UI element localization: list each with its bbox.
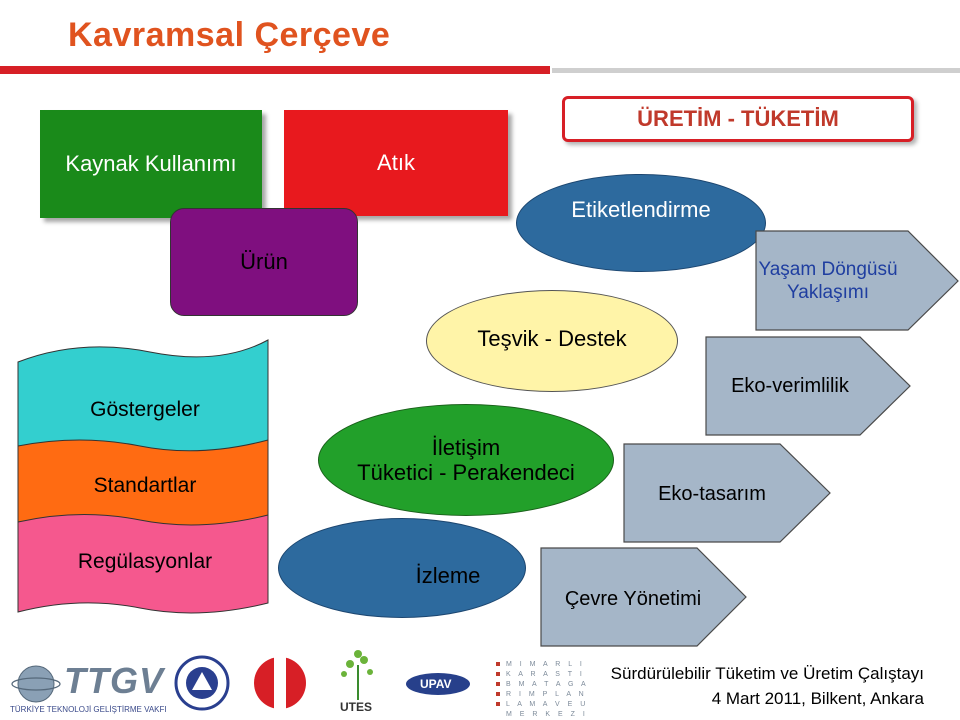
title-underline xyxy=(0,66,550,74)
urun-label: Ürün xyxy=(240,249,288,274)
svg-text:L A M A V E U: L A M A V E U xyxy=(506,701,588,708)
uretim-tuketim-box: ÜRETİM - TÜKETİM xyxy=(562,96,914,142)
regulasyonlar-label: Regülasyonlar xyxy=(77,550,213,573)
footer-line1: Sürdürülebilir Tüketim ve Üretim Çalışta… xyxy=(610,664,924,683)
page-title: Kavramsal Çerçeve xyxy=(68,16,391,54)
tesvik-destek-label: Teşvik - Destek xyxy=(477,326,627,351)
cevre-yonetimi-arrow xyxy=(540,547,747,647)
yasam-dongusu-line1: Yaşam Döngüsü xyxy=(758,259,898,280)
eko-verimlilik-label: Eko-verimlilik xyxy=(731,375,849,397)
etiketlendirme-ellipse: Etiketlendirme xyxy=(516,174,766,272)
eko-tasarim-label: Eko-tasarım xyxy=(658,483,766,505)
iletisim-line1: İletişim xyxy=(431,435,501,460)
svg-text:M I M A R L I: M I M A R L I xyxy=(506,661,585,668)
tesvik-destek-ellipse: Teşvik - Destek xyxy=(426,290,678,392)
utes-tree-icon xyxy=(341,650,373,700)
iletisim-line2: Tüketici - Perakendeci xyxy=(357,460,575,485)
svg-text:M E R K E Z I: M E R K E Z I xyxy=(506,711,588,718)
atik-label: Atık xyxy=(377,150,415,175)
eko-verimlilik-arrow xyxy=(705,336,911,436)
izleme-label: İzleme xyxy=(415,563,481,588)
etiketlendirme-label: Etiketlendirme xyxy=(571,197,711,222)
footer-line2: 4 Mart 2011, Bilkent, Ankara xyxy=(711,689,924,708)
ttgv-logo: TTGV xyxy=(64,660,164,701)
uretim-tuketim-label: ÜRETİM - TÜKETİM xyxy=(637,106,839,131)
standartlar-label: Standartlar xyxy=(93,474,197,497)
urun-box: Ürün xyxy=(170,208,358,316)
yasam-dongusu-label: Yaşam Döngüsü Yaklaşımı xyxy=(748,258,908,304)
upav-logo-icon xyxy=(406,673,470,695)
svg-text:B M A T A G A: B M A T A G A xyxy=(506,681,589,688)
cevre-yonetimi-label: Çevre Yönetimi xyxy=(564,588,702,610)
mimarlik-logo-icon xyxy=(496,662,500,706)
atik-box: Atık xyxy=(284,110,508,216)
upav-logo-text: UPAV xyxy=(420,677,452,691)
kaynak-kullanimi-box: Kaynak Kullanımı xyxy=(40,110,262,218)
svg-text:R I M P L A N: R I M P L A N xyxy=(506,691,587,698)
eko-tasarim-arrow xyxy=(623,443,831,543)
iletisim-ellipse: İletişim Tüketici - Perakendeci xyxy=(318,404,614,516)
svg-text:K A R A S T I: K A R A S T I xyxy=(506,671,585,678)
gostergeler-label: Göstergeler xyxy=(90,398,200,421)
yasam-dongusu-line2: Yaklaşımı xyxy=(786,282,869,303)
yasam-dongusu-arrow xyxy=(755,230,959,331)
kaynak-kullanimi-label: Kaynak Kullanımı xyxy=(65,151,237,176)
ttgv-subtitle: TÜRKİYE TEKNOLOJİ GELİŞTİRME VAKFI xyxy=(10,705,167,714)
gostergeler-banner xyxy=(17,339,269,452)
title-underline-grey xyxy=(552,68,960,73)
utes-logo-text: UTES xyxy=(340,700,373,714)
ttgv-globe-icon xyxy=(17,665,55,703)
izleme-ellipse: İzleme xyxy=(278,518,526,618)
